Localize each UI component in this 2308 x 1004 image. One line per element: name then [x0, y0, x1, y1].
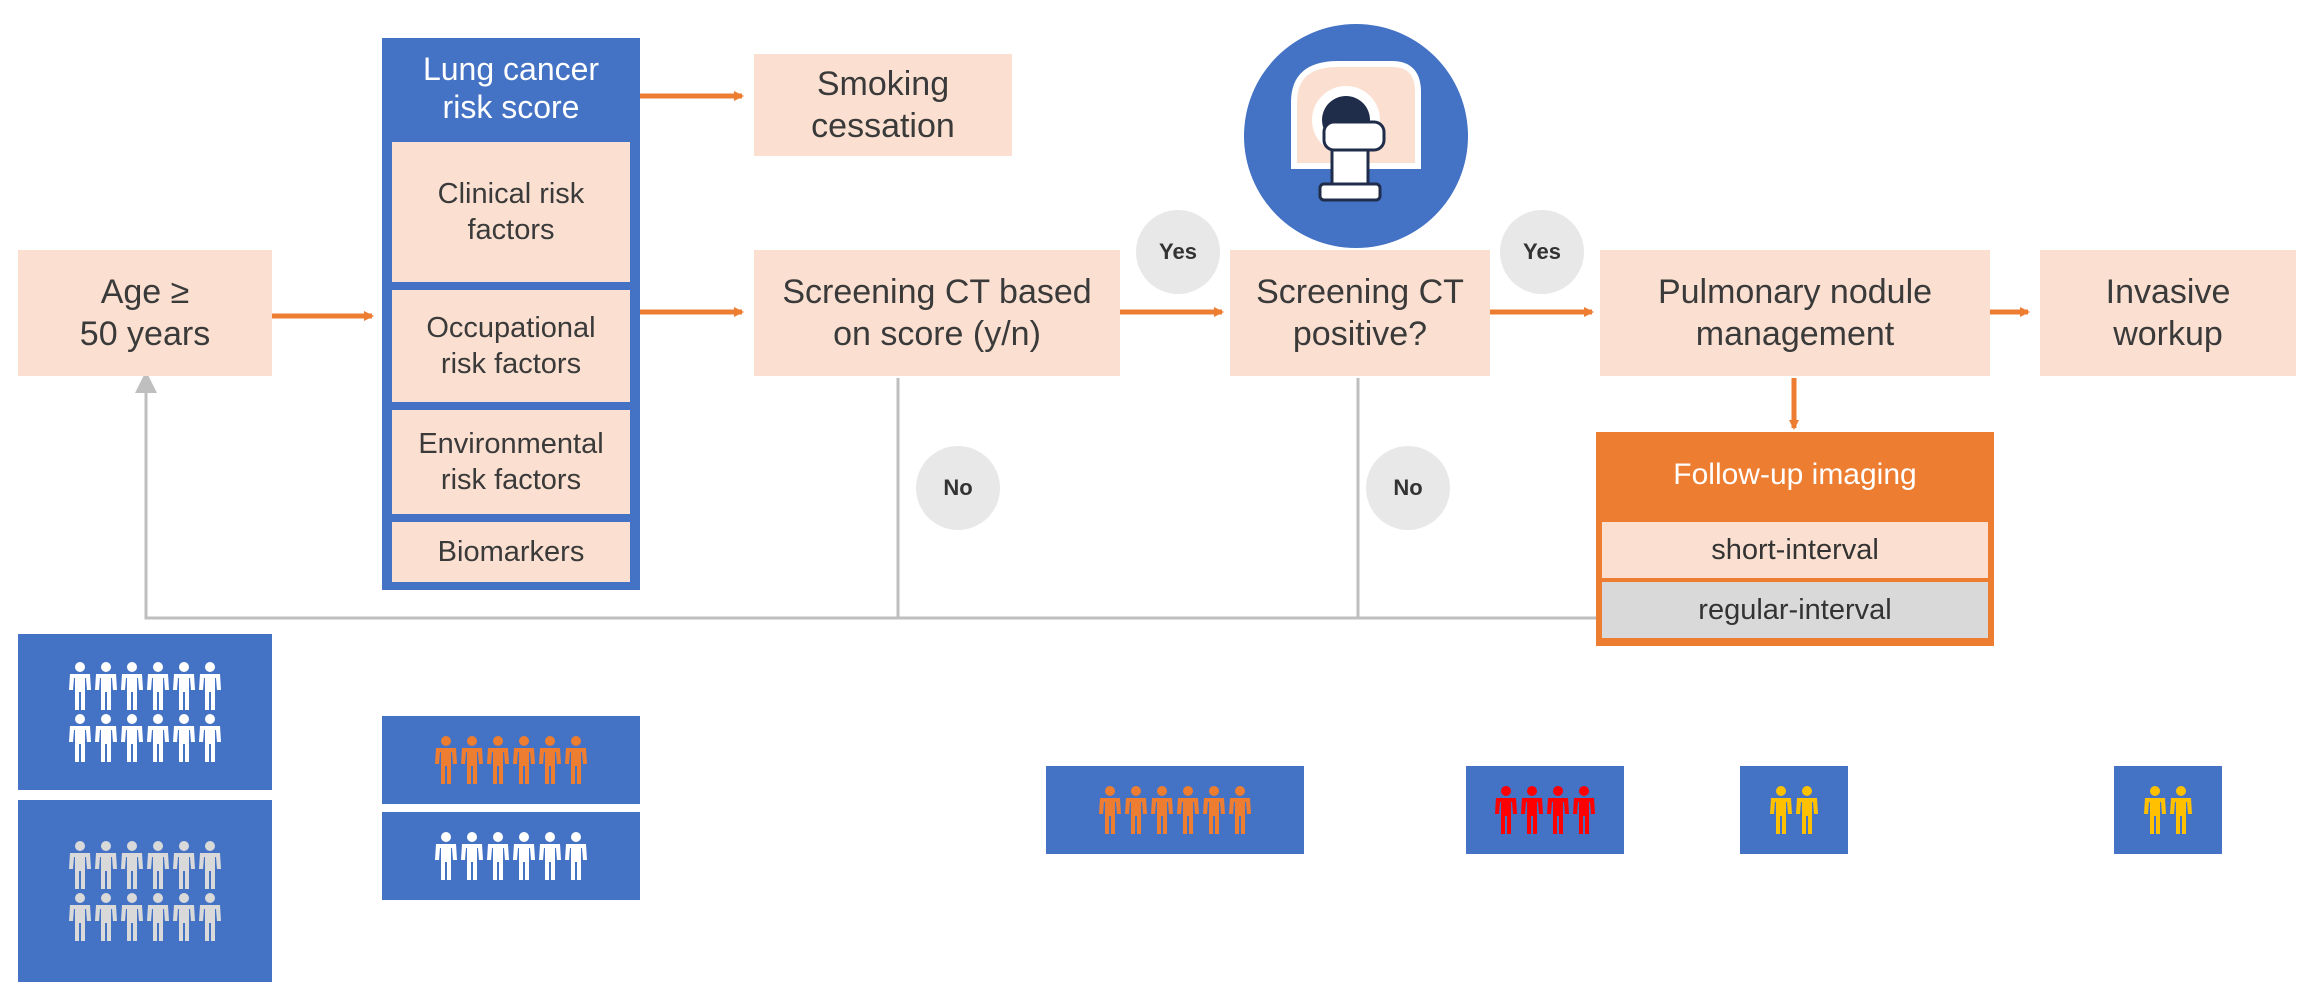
person-icon	[1229, 786, 1251, 834]
person-icon	[121, 714, 143, 762]
person-icon	[1099, 786, 1121, 834]
badge-label: No	[1393, 475, 1423, 500]
person-icon	[1573, 786, 1595, 834]
person-icon	[121, 841, 143, 889]
person-icon	[565, 736, 587, 784]
person-icon	[487, 832, 509, 880]
followup-imaging-box: Follow-up imaging short-interval regular…	[1596, 432, 1994, 646]
badge-label: Yes	[1159, 239, 1197, 264]
population-panel-risk-high	[382, 716, 640, 804]
person-icon	[461, 736, 483, 784]
screening-ct-label: Screening CT based on score (y/n)	[782, 272, 1092, 354]
age-box: Age ≥ 50 years	[18, 250, 272, 376]
risk-item-occupational: Occupational risk factors	[392, 290, 630, 402]
person-icon	[95, 662, 117, 710]
person-icon	[1796, 786, 1818, 834]
person-icon	[173, 714, 195, 762]
no-badge-screening: No	[916, 446, 1000, 530]
risk-score-box: Lung cancer risk score Clinical risk fac…	[382, 38, 640, 590]
invasive-workup-box: Invasive workup	[2040, 250, 2296, 376]
population-panel-start-bottom	[18, 800, 272, 982]
no-badge-positive: No	[1366, 446, 1450, 530]
badge-label: Yes	[1523, 239, 1561, 264]
person-icon	[147, 841, 169, 889]
person-icon	[199, 714, 221, 762]
person-icon	[199, 893, 221, 941]
risk-item-label: Occupational risk factors	[426, 311, 596, 380]
person-icon	[1151, 786, 1173, 834]
yes-badge-positive: Yes	[1500, 210, 1584, 294]
population-panel-invasive	[2114, 766, 2222, 854]
followup-item-label: regular-interval	[1698, 593, 1892, 626]
population-panel-positive	[1466, 766, 1624, 854]
population-panel-start-top	[18, 634, 272, 790]
followup-imaging-title: Follow-up imaging	[1673, 458, 1917, 491]
person-icon	[173, 893, 195, 941]
person-icon	[539, 736, 561, 784]
risk-item-clinical: Clinical risk factors	[392, 142, 630, 282]
ct-scanner-icon	[1244, 24, 1468, 248]
followup-regular-interval: regular-interval	[1602, 582, 1988, 638]
risk-item-label: Biomarkers	[437, 535, 585, 568]
followup-item-label: short-interval	[1711, 533, 1879, 566]
person-icon	[513, 832, 535, 880]
person-icon	[69, 841, 91, 889]
person-icon	[435, 736, 457, 784]
person-icon	[121, 662, 143, 710]
person-icon	[147, 893, 169, 941]
smoking-cessation-label: Smoking cessation	[811, 64, 955, 146]
person-icon	[95, 893, 117, 941]
smoking-cessation-box: Smoking cessation	[754, 54, 1012, 156]
person-icon	[69, 662, 91, 710]
risk-item-environmental: Environmental risk factors	[392, 410, 630, 514]
person-icon	[1203, 786, 1225, 834]
person-icon	[565, 832, 587, 880]
person-icon	[1177, 786, 1199, 834]
ct-positive-label: Screening CT positive?	[1256, 272, 1464, 354]
person-icon	[147, 662, 169, 710]
person-icon	[1521, 786, 1543, 834]
person-icon	[539, 832, 561, 880]
yes-badge-screening: Yes	[1136, 210, 1220, 294]
followup-short-interval: short-interval	[1602, 522, 1988, 578]
badge-label: No	[943, 475, 973, 500]
population-panel-screened	[1046, 766, 1304, 854]
person-icon	[461, 832, 483, 880]
feedback-line	[135, 371, 1596, 620]
person-icon	[1495, 786, 1517, 834]
person-icon	[147, 714, 169, 762]
person-icon	[199, 662, 221, 710]
risk-item-label: Clinical risk factors	[437, 177, 585, 246]
person-icon	[2144, 786, 2166, 834]
person-icon	[435, 832, 457, 880]
person-icon	[69, 893, 91, 941]
person-icon	[121, 893, 143, 941]
person-icon	[173, 662, 195, 710]
nodule-management-box: Pulmonary nodule management	[1600, 250, 1990, 376]
person-icon	[1125, 786, 1147, 834]
person-icon	[513, 736, 535, 784]
person-icon	[1547, 786, 1569, 834]
population-panel-nodule	[1740, 766, 1848, 854]
nodule-management-label: Pulmonary nodule management	[1657, 272, 1933, 354]
person-icon	[95, 841, 117, 889]
risk-item-biomarkers: Biomarkers	[392, 522, 630, 582]
person-icon	[199, 841, 221, 889]
person-icon	[173, 841, 195, 889]
population-panel-risk-low	[382, 812, 640, 900]
age-label: Age ≥ 50 years	[79, 272, 211, 354]
ct-positive-box: Screening CT positive?	[1230, 250, 1490, 376]
person-icon	[95, 714, 117, 762]
screening-ct-box: Screening CT based on score (y/n)	[754, 250, 1120, 376]
person-icon	[1770, 786, 1792, 834]
person-icon	[487, 736, 509, 784]
person-icon	[69, 714, 91, 762]
risk-item-label: Environmental risk factors	[418, 427, 604, 496]
person-icon	[2170, 786, 2192, 834]
risk-score-title: Lung cancer risk score	[422, 50, 600, 125]
invasive-workup-label: Invasive workup	[2105, 272, 2231, 354]
